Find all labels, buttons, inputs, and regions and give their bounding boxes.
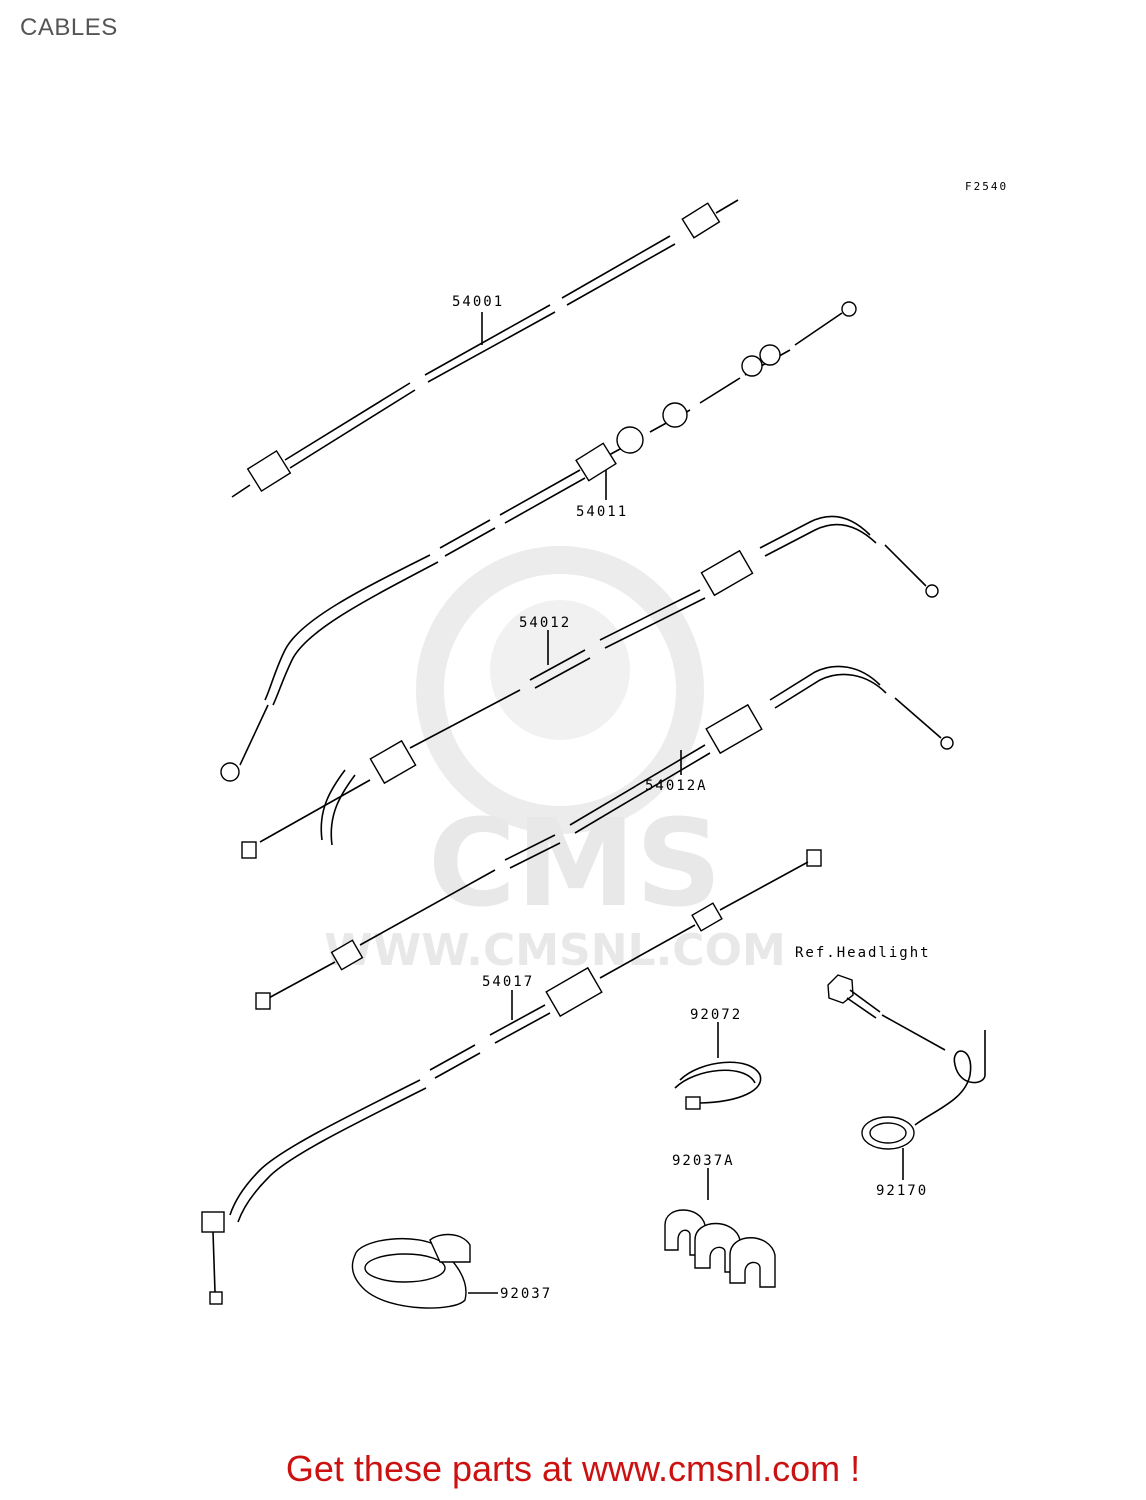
part-92037-clamp[interactable]	[351, 1233, 471, 1309]
part-headlight-bolt[interactable]	[827, 974, 881, 1019]
part-54001-cable[interactable]	[231, 199, 739, 498]
label-54012A: 54012A	[645, 778, 708, 794]
part-92170-guide[interactable]	[861, 1014, 986, 1150]
label-54012: 54012	[519, 615, 571, 631]
label-54011: 54011	[576, 504, 628, 520]
ref-headlight-note: Ref.Headlight	[795, 945, 931, 961]
part-92037A-clamp[interactable]	[664, 1209, 776, 1288]
watermark-brand: CMS	[428, 795, 722, 934]
watermark-logo: CMS WWW.CMSNL.COM	[324, 546, 786, 976]
label-92037A: 92037A	[672, 1153, 735, 1169]
part-54012-cable[interactable]	[241, 515, 939, 859]
label-92037: 92037	[500, 1286, 552, 1302]
page-title: CABLES	[20, 14, 118, 41]
watermark-url: WWW.CMSNL.COM	[324, 925, 786, 976]
part-54012A-cable[interactable]	[255, 665, 954, 1010]
footer-parts-link[interactable]: Get these parts at www.cmsnl.com !	[285, 1448, 861, 1489]
label-54001: 54001	[452, 294, 504, 310]
parts-diagram: CMS WWW.CMSNL.COM F2540 54001 54011	[201, 180, 1008, 1309]
part-54017-cable[interactable]	[201, 849, 822, 1305]
label-54017: 54017	[482, 974, 534, 990]
label-92170: 92170	[876, 1183, 928, 1199]
part-92072-band[interactable]	[674, 1061, 762, 1110]
part-54011-cable[interactable]	[220, 301, 857, 782]
label-92072: 92072	[690, 1007, 742, 1023]
figure-code: F2540	[965, 180, 1008, 193]
